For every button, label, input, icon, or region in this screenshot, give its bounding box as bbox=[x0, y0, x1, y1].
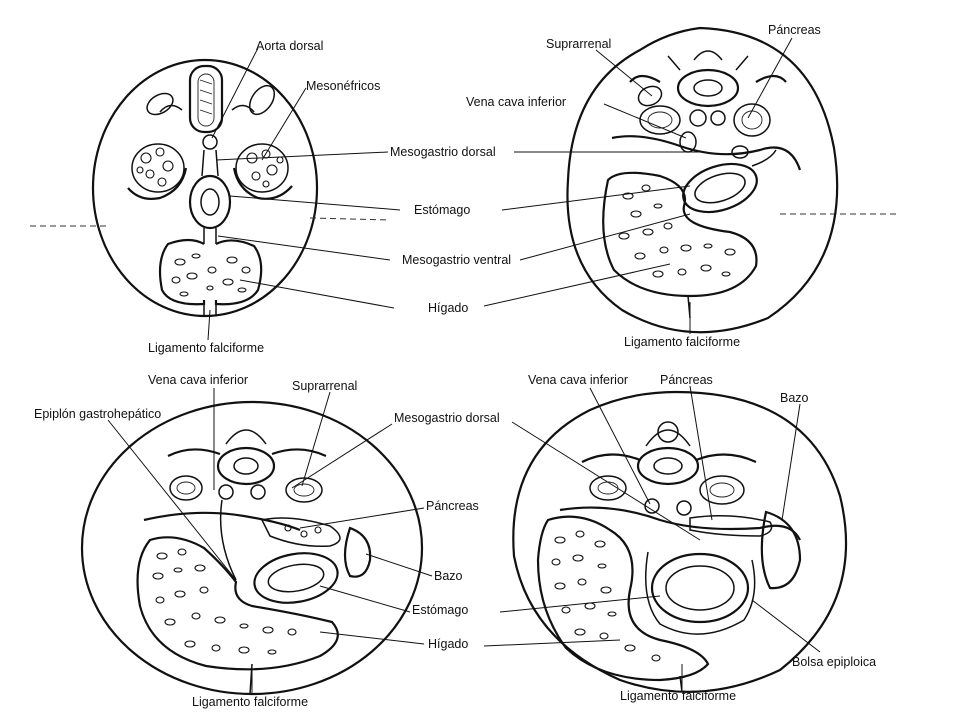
kidney-right bbox=[285, 477, 323, 503]
label-mesogastrio-dorsal: Mesogastrio dorsal bbox=[390, 145, 496, 159]
pancreas bbox=[689, 515, 773, 537]
liver bbox=[536, 515, 710, 682]
label-bazo: Bazo bbox=[434, 569, 463, 583]
stomach bbox=[188, 174, 232, 230]
label-ligamento-falciforme: Ligamento falciforme bbox=[192, 695, 308, 709]
pancreas bbox=[260, 517, 341, 548]
body-wall-outline bbox=[80, 400, 424, 696]
label-suprarrenal: Suprarrenal bbox=[292, 379, 357, 393]
kidney-left bbox=[589, 475, 627, 501]
neural-tube bbox=[188, 64, 224, 134]
right-cavity bbox=[248, 84, 276, 116]
label-suprarrenal: Suprarrenal bbox=[546, 37, 611, 51]
vertebra bbox=[629, 50, 787, 108]
stomach bbox=[650, 552, 750, 624]
mesonephros-left bbox=[131, 143, 185, 193]
label-mesogastrio-ventral: Mesogastrio ventral bbox=[402, 253, 511, 267]
mesonephros-right bbox=[235, 143, 289, 193]
label-higado: Hígado bbox=[428, 301, 468, 315]
kidney-left bbox=[169, 475, 203, 501]
liver bbox=[602, 171, 758, 298]
label-vena-cava-inferior: Vena cava inferior bbox=[148, 373, 248, 387]
label-pancreas: Páncreas bbox=[660, 373, 713, 387]
label-mesogastrio-dorsal: Mesogastrio dorsal bbox=[394, 411, 500, 425]
left-cavity bbox=[146, 92, 174, 116]
aorta bbox=[202, 134, 218, 150]
vertebra bbox=[581, 421, 757, 486]
spleen bbox=[343, 526, 372, 578]
label-pancreas: Páncreas bbox=[768, 23, 821, 37]
panel-top-left bbox=[91, 58, 319, 318]
liver bbox=[158, 238, 263, 306]
spleen bbox=[760, 510, 802, 590]
omental-bursa bbox=[645, 551, 756, 635]
label-vena-cava-inferior: Vena cava inferior bbox=[466, 95, 566, 109]
label-ligamento-falciforme: Ligamento falciforme bbox=[620, 689, 736, 703]
labels: Aorta dorsal Mesonéfricos Mesogastrio do… bbox=[34, 23, 876, 709]
liver bbox=[136, 536, 339, 671]
label-vena-cava-inferior: Vena cava inferior bbox=[528, 373, 628, 387]
body-wall-outline bbox=[91, 58, 319, 318]
kidney-right bbox=[733, 103, 771, 137]
label-aorta-dorsal: Aorta dorsal bbox=[256, 39, 323, 53]
label-mesonefricos: Mesonéfricos bbox=[306, 79, 380, 93]
body-wall-outline bbox=[512, 390, 848, 693]
vertebra bbox=[167, 429, 327, 486]
label-estomago: Estómago bbox=[414, 203, 470, 217]
panel-bottom-left bbox=[80, 400, 424, 696]
stomach bbox=[682, 162, 758, 214]
stomach bbox=[253, 552, 339, 604]
body-wall-outline bbox=[566, 26, 839, 334]
label-ligamento-falciforme: Ligamento falciforme bbox=[624, 335, 740, 349]
label-bazo: Bazo bbox=[780, 391, 809, 405]
leader-lines bbox=[107, 37, 821, 694]
kidney-left bbox=[639, 105, 681, 135]
label-pancreas: Páncreas bbox=[426, 499, 479, 513]
label-ligamento-falciforme: Ligamento falciforme bbox=[148, 341, 264, 355]
panel-bottom-right bbox=[512, 390, 848, 693]
kidney-right bbox=[699, 475, 745, 505]
label-epiplon-gastrohepatico: Epiplón gastrohepático bbox=[34, 407, 161, 421]
label-bolsa-epiploica: Bolsa epiploica bbox=[792, 655, 876, 669]
label-higado: Hígado bbox=[428, 637, 468, 651]
label-estomago: Estómago bbox=[412, 603, 468, 617]
adrenal-left bbox=[637, 85, 663, 107]
panel-top-right bbox=[566, 26, 839, 334]
